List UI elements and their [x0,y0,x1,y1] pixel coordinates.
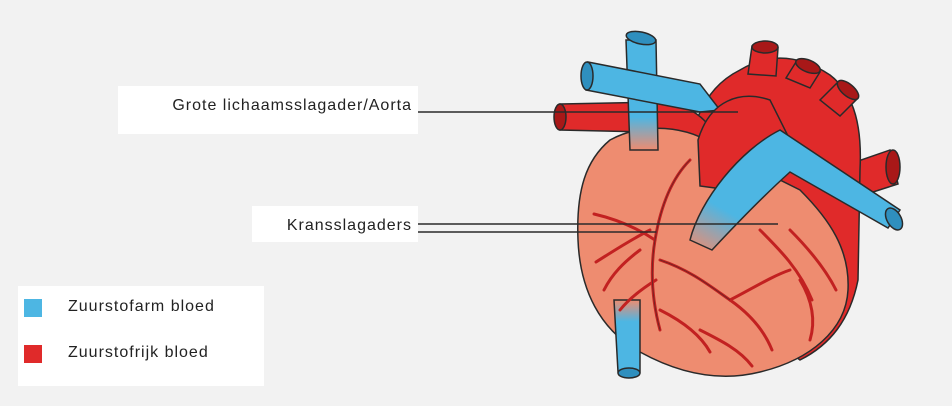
coronary-label: Kransslagaders [287,217,412,235]
inferior-vena-cava [614,300,640,372]
legend-swatch-blue [24,299,42,317]
coronary-label-box: Kransslagaders [252,206,418,242]
left-pulmonary-artery-opening [581,62,593,90]
aorta-label-box: Grote lichaamsslagader/Aorta [118,86,418,134]
legend-label-oxygen-rich: Zuurstofrijk bloed [68,344,209,362]
legend-swatch-red [24,345,42,363]
aorta-label: Grote lichaamsslagader/Aorta [172,97,412,115]
right-pulmonary-vein-opening [886,150,900,184]
legend-label-oxygen-poor: Zuurstofarm bloed [68,298,215,316]
legend: Zuurstofarm bloed Zuurstofrijk bloed [18,286,264,386]
inferior-vena-cava-opening [618,368,640,378]
left-pulmonary-vein-opening [554,104,566,130]
